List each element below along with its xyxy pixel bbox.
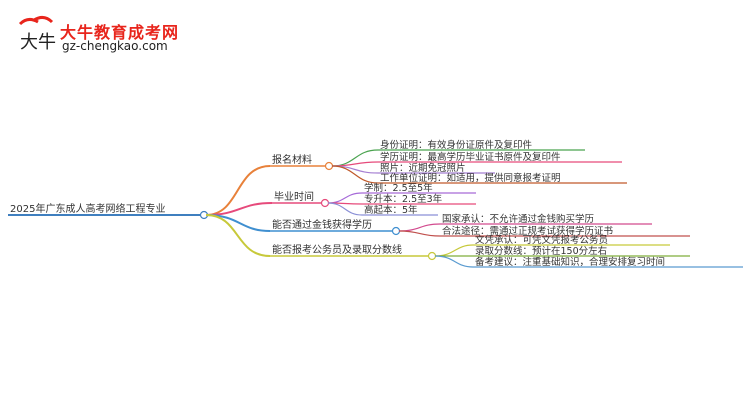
leaf-legal-path: 合法途径：需通过正规考试获得学历证书	[442, 225, 614, 237]
leaf-state-recognition: 国家承认：不允许通过金钱购买学历	[442, 213, 594, 225]
leaf-upgrade-bachelor: 专升本：2.5至3年	[364, 193, 443, 205]
leaf-schooling-length: 学制：2.5至5年	[364, 182, 433, 194]
leaf-diploma-recognition: 文凭承认：可凭文凭报考公务员	[475, 234, 608, 246]
logo: 大牛 大牛教育成考网 gz-chengkao.com	[14, 14, 178, 58]
branch-connector[interactable]	[320, 198, 330, 208]
leaf-id-proof: 身份证明：有效身份证原件及复印件	[380, 139, 533, 151]
root-label: 2025年广东成人高考网络工程专业	[10, 202, 165, 215]
branch-graduation-time[interactable]: 毕业时间 学制：2.5至5年 专升本：2.5至3年 高起本：5年	[205, 182, 476, 216]
branch-civil-service[interactable]: 能否报考公务员及录取分数线 文凭承认：可凭文凭报考公务员 录取分数线：预计在15…	[205, 214, 743, 268]
branch-connector[interactable]	[324, 161, 334, 171]
leaf-photo: 照片：近期免冠照片	[380, 162, 466, 174]
branch-connector[interactable]	[427, 251, 437, 261]
branch-label: 报名材料	[272, 153, 312, 166]
ox-logo-icon: 大牛	[18, 15, 56, 53]
branch-label: 能否通过金钱获得学历	[272, 218, 372, 231]
logo-mark-text: 大牛	[20, 32, 56, 53]
leaf-cutoff-score: 录取分数线：预计在150分左右	[475, 245, 607, 257]
branch-registration-materials[interactable]: 报名材料 身份证明：有效身份证原件及复印件 学历证明：最高学历毕业证书原件及复印…	[205, 139, 627, 216]
logo-title: 大牛教育成考网	[60, 23, 180, 42]
branch-money-for-degree[interactable]: 能否通过金钱获得学历 国家承认：不允许通过金钱购买学历 合法途径：需通过正规考试…	[205, 213, 690, 237]
branch-label: 毕业时间	[274, 190, 314, 203]
leaf-study-advice: 备考建议：注重基础知识，合理安排复习时间	[475, 256, 665, 268]
leaf-high-to-bachelor: 高起本：5年	[364, 204, 418, 216]
branch-connector[interactable]	[391, 226, 401, 236]
leaf-education-proof: 学历证明：最高学历毕业证书原件及复印件	[380, 151, 561, 163]
branch-label: 能否报考公务员及录取分数线	[272, 243, 402, 256]
leaf-employer-proof: 工作单位证明：如适用，提供同意报考证明	[380, 172, 561, 184]
root-node[interactable]: 2025年广东成人高考网络工程专业	[8, 202, 209, 220]
logo-url: gz-chengkao.com	[62, 39, 168, 53]
